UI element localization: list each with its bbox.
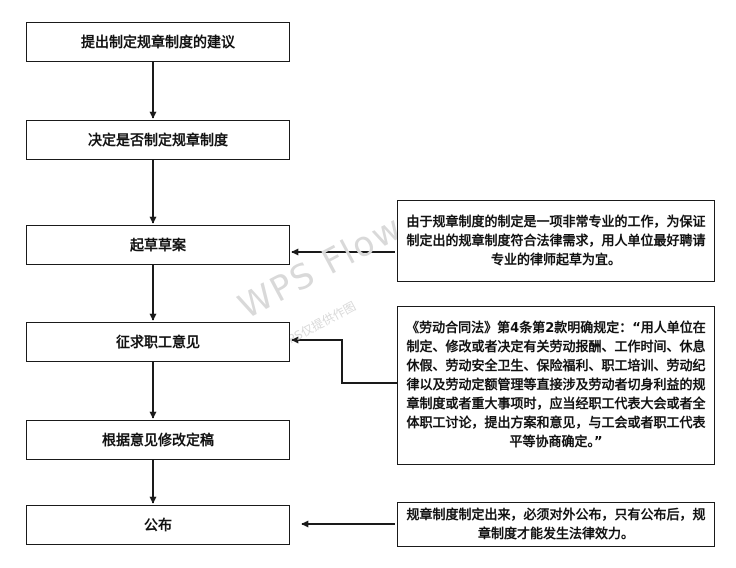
arrow-note2-to-step4	[291, 336, 397, 384]
note-labor-contract-law: 《劳动合同法》第4条第2款明确规定：“用人单位在制定、修改或者决定有关劳动报酬、…	[397, 306, 715, 465]
step-propose: 提出制定规章制度的建议	[26, 22, 290, 62]
note-publish-effect: 规章制度制定出来，必须对外公布，只有公布后，规章制度才能发生法律效力。	[397, 502, 715, 547]
step-solicit-opinions: 征求职工意见	[26, 322, 290, 362]
step-revise-finalize: 根据意见修改定稿	[26, 420, 290, 460]
note-draft-lawyer: 由于规章制度的制定是一项非常专业的工作，为保证制定出的规章制度符合法律需求，用人…	[397, 200, 715, 282]
step-decide: 决定是否制定规章制度	[26, 120, 290, 160]
step-publish: 公布	[26, 505, 290, 545]
step-draft: 起草草案	[26, 225, 290, 265]
